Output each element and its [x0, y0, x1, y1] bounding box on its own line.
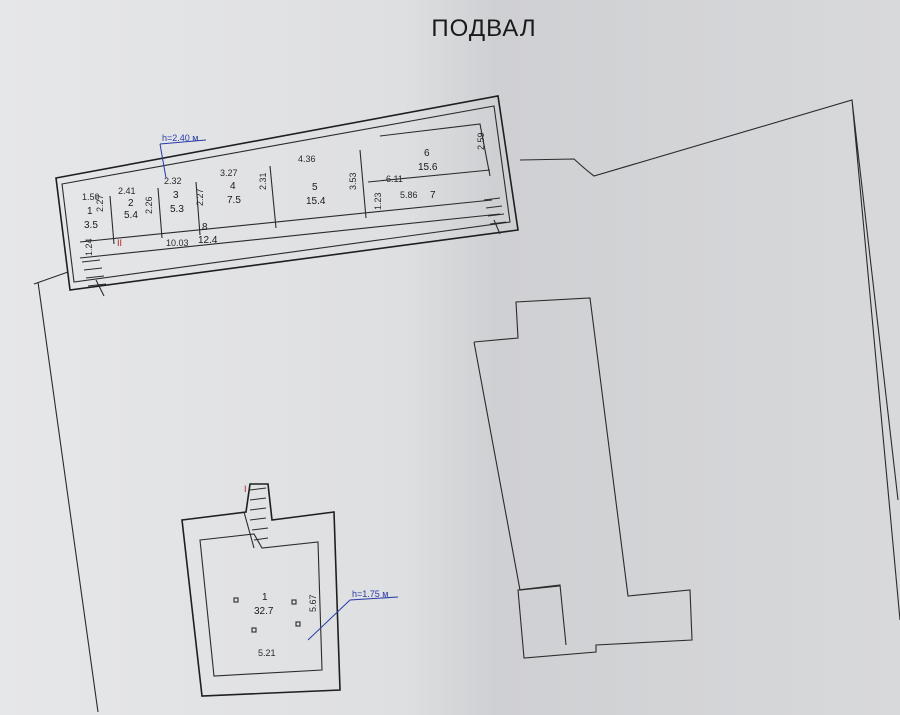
room-2-area: 5.4 — [124, 210, 138, 221]
height-label-lower: h=1.75 м — [352, 589, 388, 599]
room-8-dim-a: 10.03 — [166, 238, 189, 248]
room-2-number: 2 — [128, 198, 134, 209]
room-1-dim-a: 1.50 — [82, 192, 100, 202]
room-7-dim-a: 6.11 — [386, 174, 403, 184]
room-6-number: 6 — [424, 148, 430, 159]
stair-mark-upper: II — [117, 238, 122, 248]
room-8-area: 12.4 — [198, 235, 218, 246]
height-leader-upper — [159, 139, 207, 179]
room-4-dim-a: 3.27 — [220, 168, 238, 178]
room-7-dim-b: 5.86 — [400, 190, 418, 200]
site-boundary — [33, 99, 900, 713]
lower-room-dim-b: 5.21 — [258, 648, 276, 658]
room-5-area: 15.4 — [306, 196, 326, 207]
stair-mark-lower: I — [244, 484, 247, 494]
room-4-dim-b: 2.31 — [258, 172, 268, 190]
room-1-dim-b: 2.27 — [95, 194, 105, 212]
room-6-area: 15.6 — [418, 162, 438, 173]
room-8-number: 8 — [202, 222, 208, 233]
room-7-dim-c: 1.23 — [373, 192, 383, 210]
room-1-area: 3.5 — [84, 220, 98, 231]
room-3-number: 3 — [173, 190, 179, 201]
lower-room-area: 32.7 — [254, 606, 274, 617]
lower-room-number: 1 — [262, 592, 268, 603]
height-leader-lower — [307, 596, 399, 641]
room-3-dim-a: 2.32 — [164, 176, 182, 186]
room-8-dim-b: 1.24 — [84, 238, 94, 256]
room-2-dim-b: 2.26 — [144, 196, 154, 214]
room-3-dim-b: 2.27 — [195, 188, 205, 206]
lower-building — [181, 483, 341, 697]
room-3-area: 5.3 — [170, 204, 184, 215]
page-title: ПОДВАЛ — [431, 15, 536, 42]
room-5-dim-a: 4.36 — [298, 154, 316, 164]
room-4-area: 7.5 — [227, 195, 241, 206]
lower-room-dim-a: 5.67 — [308, 594, 318, 612]
annex-outline-main — [473, 341, 561, 591]
room-7-number: 7 — [430, 190, 436, 201]
upper-building — [55, 95, 519, 297]
room-4-number: 4 — [230, 181, 236, 192]
room-5-dim-b: 3.53 — [348, 172, 358, 190]
height-label-upper: h=2.40 м — [162, 133, 198, 143]
room-2-dim-a: 2.41 — [118, 186, 136, 196]
room-1-number: 1 — [87, 206, 93, 217]
room-5-number: 5 — [312, 182, 318, 193]
room-6-dim-a: 2.59 — [476, 132, 486, 150]
annex-outline — [473, 297, 693, 659]
